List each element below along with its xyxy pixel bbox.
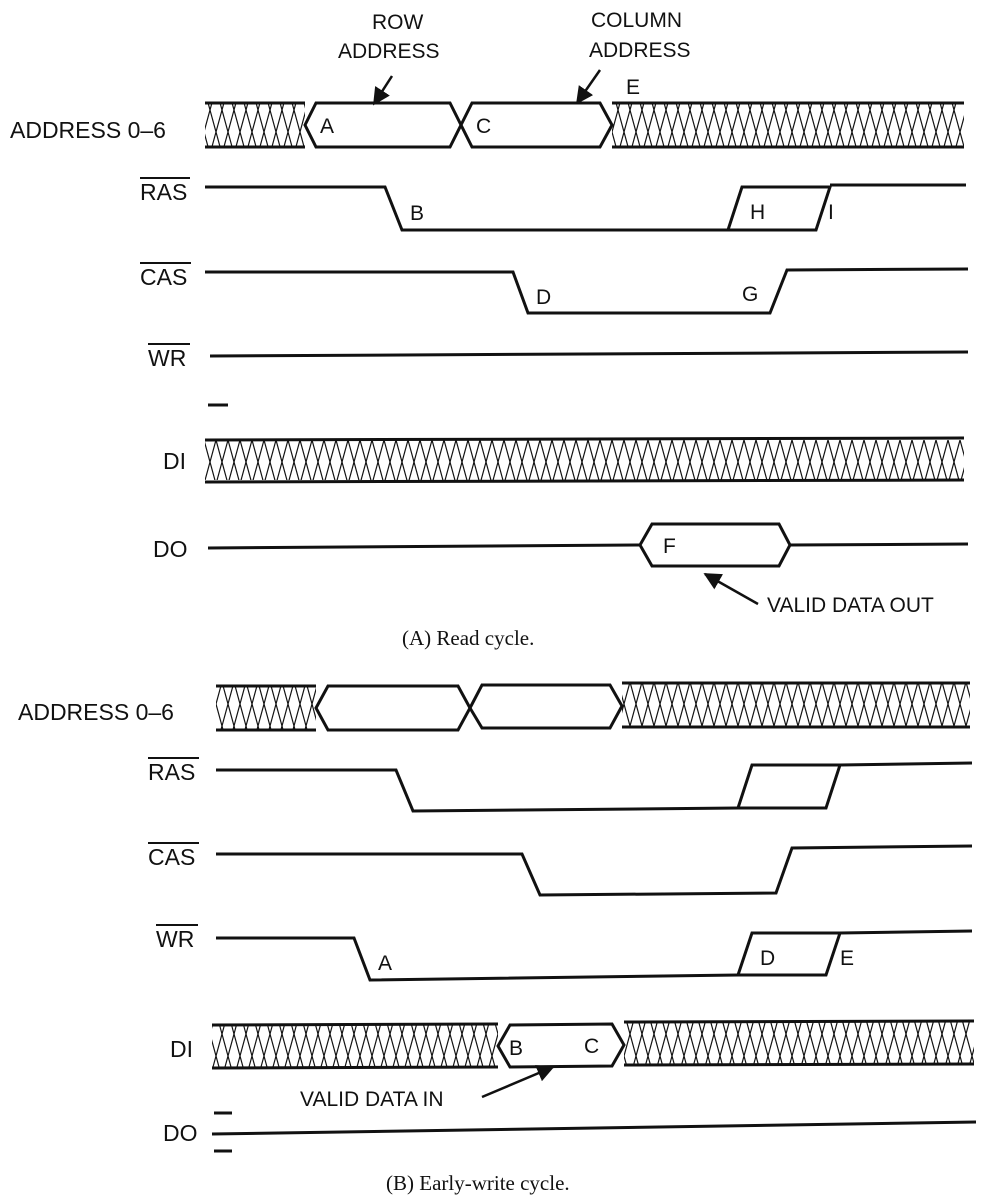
ras-transition-box-b — [735, 763, 843, 810]
do-waveform-b — [211, 1120, 977, 1136]
address-signal-label-b: ADDRESS 0–6 — [18, 699, 174, 725]
ras-signal-label-a: RAS — [140, 179, 187, 205]
di-hatch-post-b — [624, 1022, 974, 1064]
point-e-label-a: E — [626, 76, 640, 99]
wr-signal-label-b: WR — [156, 926, 194, 952]
ras-waveform-a — [205, 185, 816, 232]
address-hatch-post-a — [612, 103, 964, 147]
column-address-label-line2: ADDRESS — [589, 39, 691, 62]
point-d-label-b: D — [760, 947, 775, 970]
cas-signal-label-b: CAS — [148, 844, 195, 870]
wr-transition-box-b — [735, 931, 843, 977]
di-hatch-a — [205, 440, 964, 480]
row-address-box-b — [314, 684, 472, 732]
ras-signal-label-b: RAS — [148, 759, 195, 785]
wr-waveform-b — [216, 936, 826, 982]
caption-read-cycle: (A) Read cycle. — [402, 626, 534, 650]
point-a-label-a: A — [320, 115, 334, 138]
do-signal-label-a: DO — [153, 536, 188, 562]
row-address-label-line1: ROW — [372, 11, 424, 34]
do-waveform-a-left — [207, 543, 641, 550]
di-signal-label-b: DI — [170, 1036, 193, 1062]
cas-waveform-a — [205, 267, 969, 315]
point-a-label-b: A — [378, 952, 392, 975]
valid-data-in-label: VALID DATA IN — [300, 1088, 444, 1111]
cas-waveform-b — [216, 844, 973, 897]
point-c-label-a: C — [476, 115, 491, 138]
address-hatch-pre-a — [205, 103, 305, 147]
wr-signal-label-a: WR — [148, 345, 186, 371]
ras-transition-box-a — [725, 185, 833, 232]
column-address-label-line1: COLUMN — [591, 9, 682, 32]
address-waveform-a — [205, 101, 964, 149]
cas-signal-label-a: CAS — [140, 264, 187, 290]
address-waveform-b — [216, 681, 970, 732]
column-address-box-b — [468, 683, 624, 730]
point-i-label-a: I — [828, 201, 834, 224]
valid-data-out-label: VALID DATA OUT — [767, 594, 934, 617]
point-e-label-b: E — [840, 947, 854, 970]
address-hatch-pre-b — [216, 686, 316, 730]
address-signal-label-a: ADDRESS 0–6 — [10, 117, 166, 143]
point-h-label-a: H — [750, 201, 765, 224]
di-hatch-pre-b — [212, 1025, 498, 1067]
point-b-label-b: B — [509, 1037, 523, 1060]
panel-a-read-cycle: ADDRESS 0–6 RAS CAS WR DI DO ROW ADDRESS… — [10, 9, 969, 650]
di-signal-label-a: DI — [163, 448, 186, 474]
row-address-label-line2: ADDRESS — [338, 40, 440, 63]
point-d-label-a: D — [536, 286, 551, 309]
point-b-label-a: B — [410, 202, 424, 225]
point-f-label-a: F — [663, 535, 676, 558]
point-g-label-a: G — [742, 283, 758, 306]
caption-early-write-cycle: (B) Early-write cycle. — [386, 1171, 570, 1195]
point-c-label-b: C — [584, 1035, 599, 1058]
column-address-box-a — [459, 101, 614, 149]
ras-waveform-b — [216, 768, 826, 813]
do-signal-label-b: DO — [163, 1120, 198, 1146]
wr-waveform-a — [209, 350, 969, 358]
panel-b-early-write-cycle: ADDRESS 0–6 RAS CAS WR DI DO A B C D E V… — [18, 681, 977, 1195]
address-hatch-post-b — [622, 683, 970, 727]
